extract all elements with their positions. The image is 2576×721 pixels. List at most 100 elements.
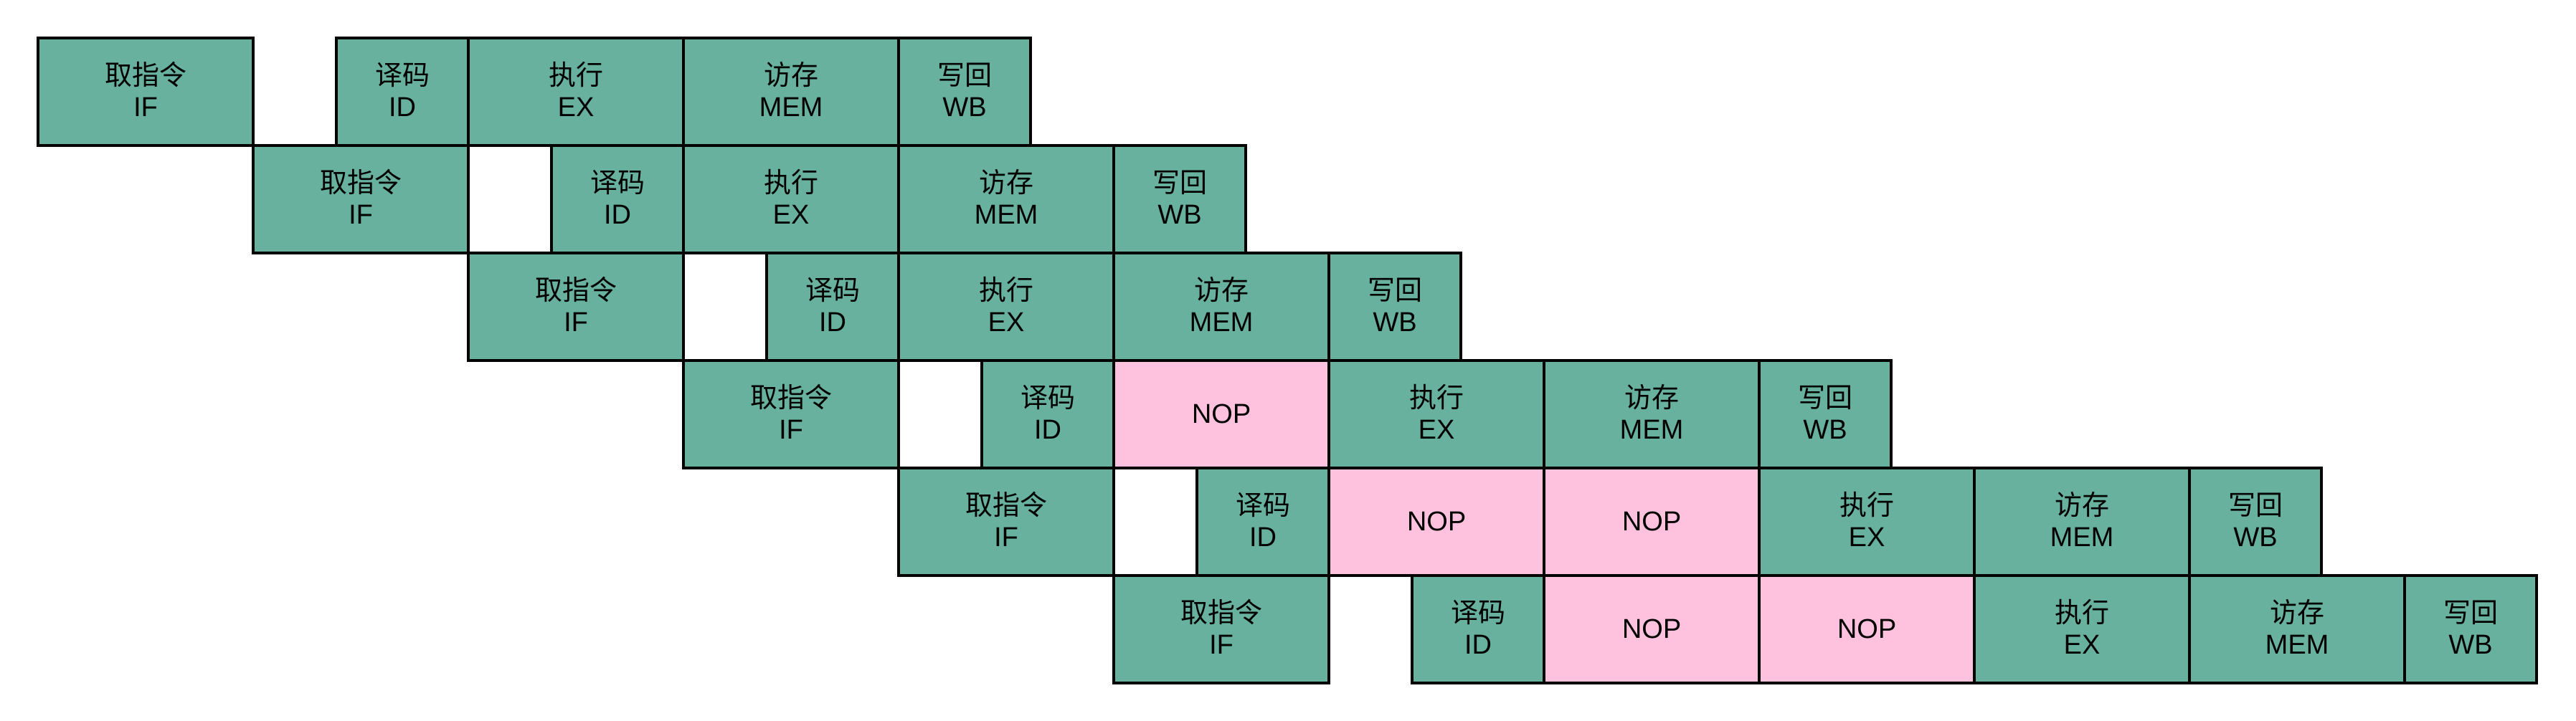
- cell-label: 译码: [590, 168, 645, 199]
- cell-label: ID: [604, 200, 631, 230]
- cell-label: 写回: [1798, 383, 1852, 414]
- cell-label: 译码: [375, 61, 430, 91]
- cell-label: ID: [1034, 415, 1061, 445]
- cell-label: NOP: [1192, 399, 1251, 429]
- cell-label: WB: [942, 92, 986, 123]
- cell-label: EX: [2064, 630, 2101, 660]
- cell-label: 执行: [2055, 598, 2109, 629]
- cell-label: 访存: [979, 168, 1033, 199]
- mem-stage-box: [897, 144, 1115, 254]
- cell-label: 取指令: [750, 383, 832, 414]
- if-stage-box: [467, 252, 685, 362]
- mem-stage-box: [2188, 574, 2406, 684]
- cell-label: 访存: [764, 61, 818, 91]
- wb-stage-box: [1112, 144, 1247, 254]
- nop-stage-box: [1758, 574, 1976, 684]
- cell-label: EX: [558, 92, 595, 123]
- cell-label: 译码: [1021, 383, 1075, 414]
- cell-label: 取指令: [320, 168, 402, 199]
- cell-label: 写回: [1152, 168, 1207, 199]
- cell-label: ID: [389, 92, 416, 123]
- cell-label: ID: [1464, 630, 1492, 660]
- id-stage-box: [1195, 467, 1330, 577]
- ex-stage-box: [467, 37, 685, 147]
- cell-label: 写回: [2443, 598, 2498, 629]
- cell-label: IF: [564, 307, 588, 338]
- cell-label: IF: [349, 200, 373, 230]
- wb-stage-box: [2403, 574, 2538, 684]
- cell-label: IF: [133, 92, 158, 123]
- pipeline-cell-nop: NOP: [1543, 467, 1761, 577]
- cell-label: EX: [1849, 522, 1885, 553]
- cell-label: MEM: [2050, 522, 2114, 553]
- cell-label: MEM: [975, 200, 1038, 230]
- cell-label: 执行: [549, 61, 603, 91]
- cell-label: WB: [2233, 522, 2277, 553]
- ex-stage-box: [1758, 467, 1976, 577]
- cell-label: 取指令: [105, 61, 186, 91]
- cell-label: 执行: [1409, 383, 1464, 414]
- if-stage-box: [252, 144, 470, 254]
- cell-label: MEM: [2265, 630, 2329, 660]
- if-stage-box: [897, 467, 1115, 577]
- mem-stage-box: [1112, 252, 1330, 362]
- cell-label: NOP: [1837, 614, 1896, 644]
- id-stage-box: [1411, 574, 1545, 684]
- nop-stage-box: [1543, 467, 1761, 577]
- id-stage-box: [980, 359, 1115, 469]
- pipeline-cell-nop: NOP: [1543, 574, 1761, 684]
- pipeline-cell-nop: NOP: [1327, 467, 1545, 577]
- if-stage-box: [37, 37, 255, 147]
- cell-label: 译码: [1236, 491, 1290, 521]
- cell-label: NOP: [1407, 507, 1466, 537]
- cell-label: WB: [1157, 200, 1201, 230]
- cell-label: 写回: [2228, 491, 2283, 521]
- cell-label: EX: [1419, 415, 1455, 445]
- mem-stage-box: [1973, 467, 2191, 577]
- cell-label: WB: [1803, 415, 1847, 445]
- wb-stage-box: [2188, 467, 2323, 577]
- cell-label: 译码: [1451, 598, 1505, 629]
- id-stage-box: [335, 37, 470, 147]
- cell-label: EX: [773, 200, 810, 230]
- cell-label: 访存: [1194, 276, 1249, 306]
- cell-label: 执行: [764, 168, 818, 199]
- cell-label: IF: [1209, 630, 1233, 660]
- ex-stage-box: [1327, 359, 1545, 469]
- cell-label: 取指令: [1180, 598, 1262, 629]
- wb-stage-box: [1327, 252, 1462, 362]
- cell-label: 写回: [1368, 276, 1422, 306]
- cell-label: MEM: [1190, 307, 1254, 338]
- cell-label: 访存: [2055, 491, 2109, 521]
- cell-label: 译码: [805, 276, 860, 306]
- mem-stage-box: [682, 37, 900, 147]
